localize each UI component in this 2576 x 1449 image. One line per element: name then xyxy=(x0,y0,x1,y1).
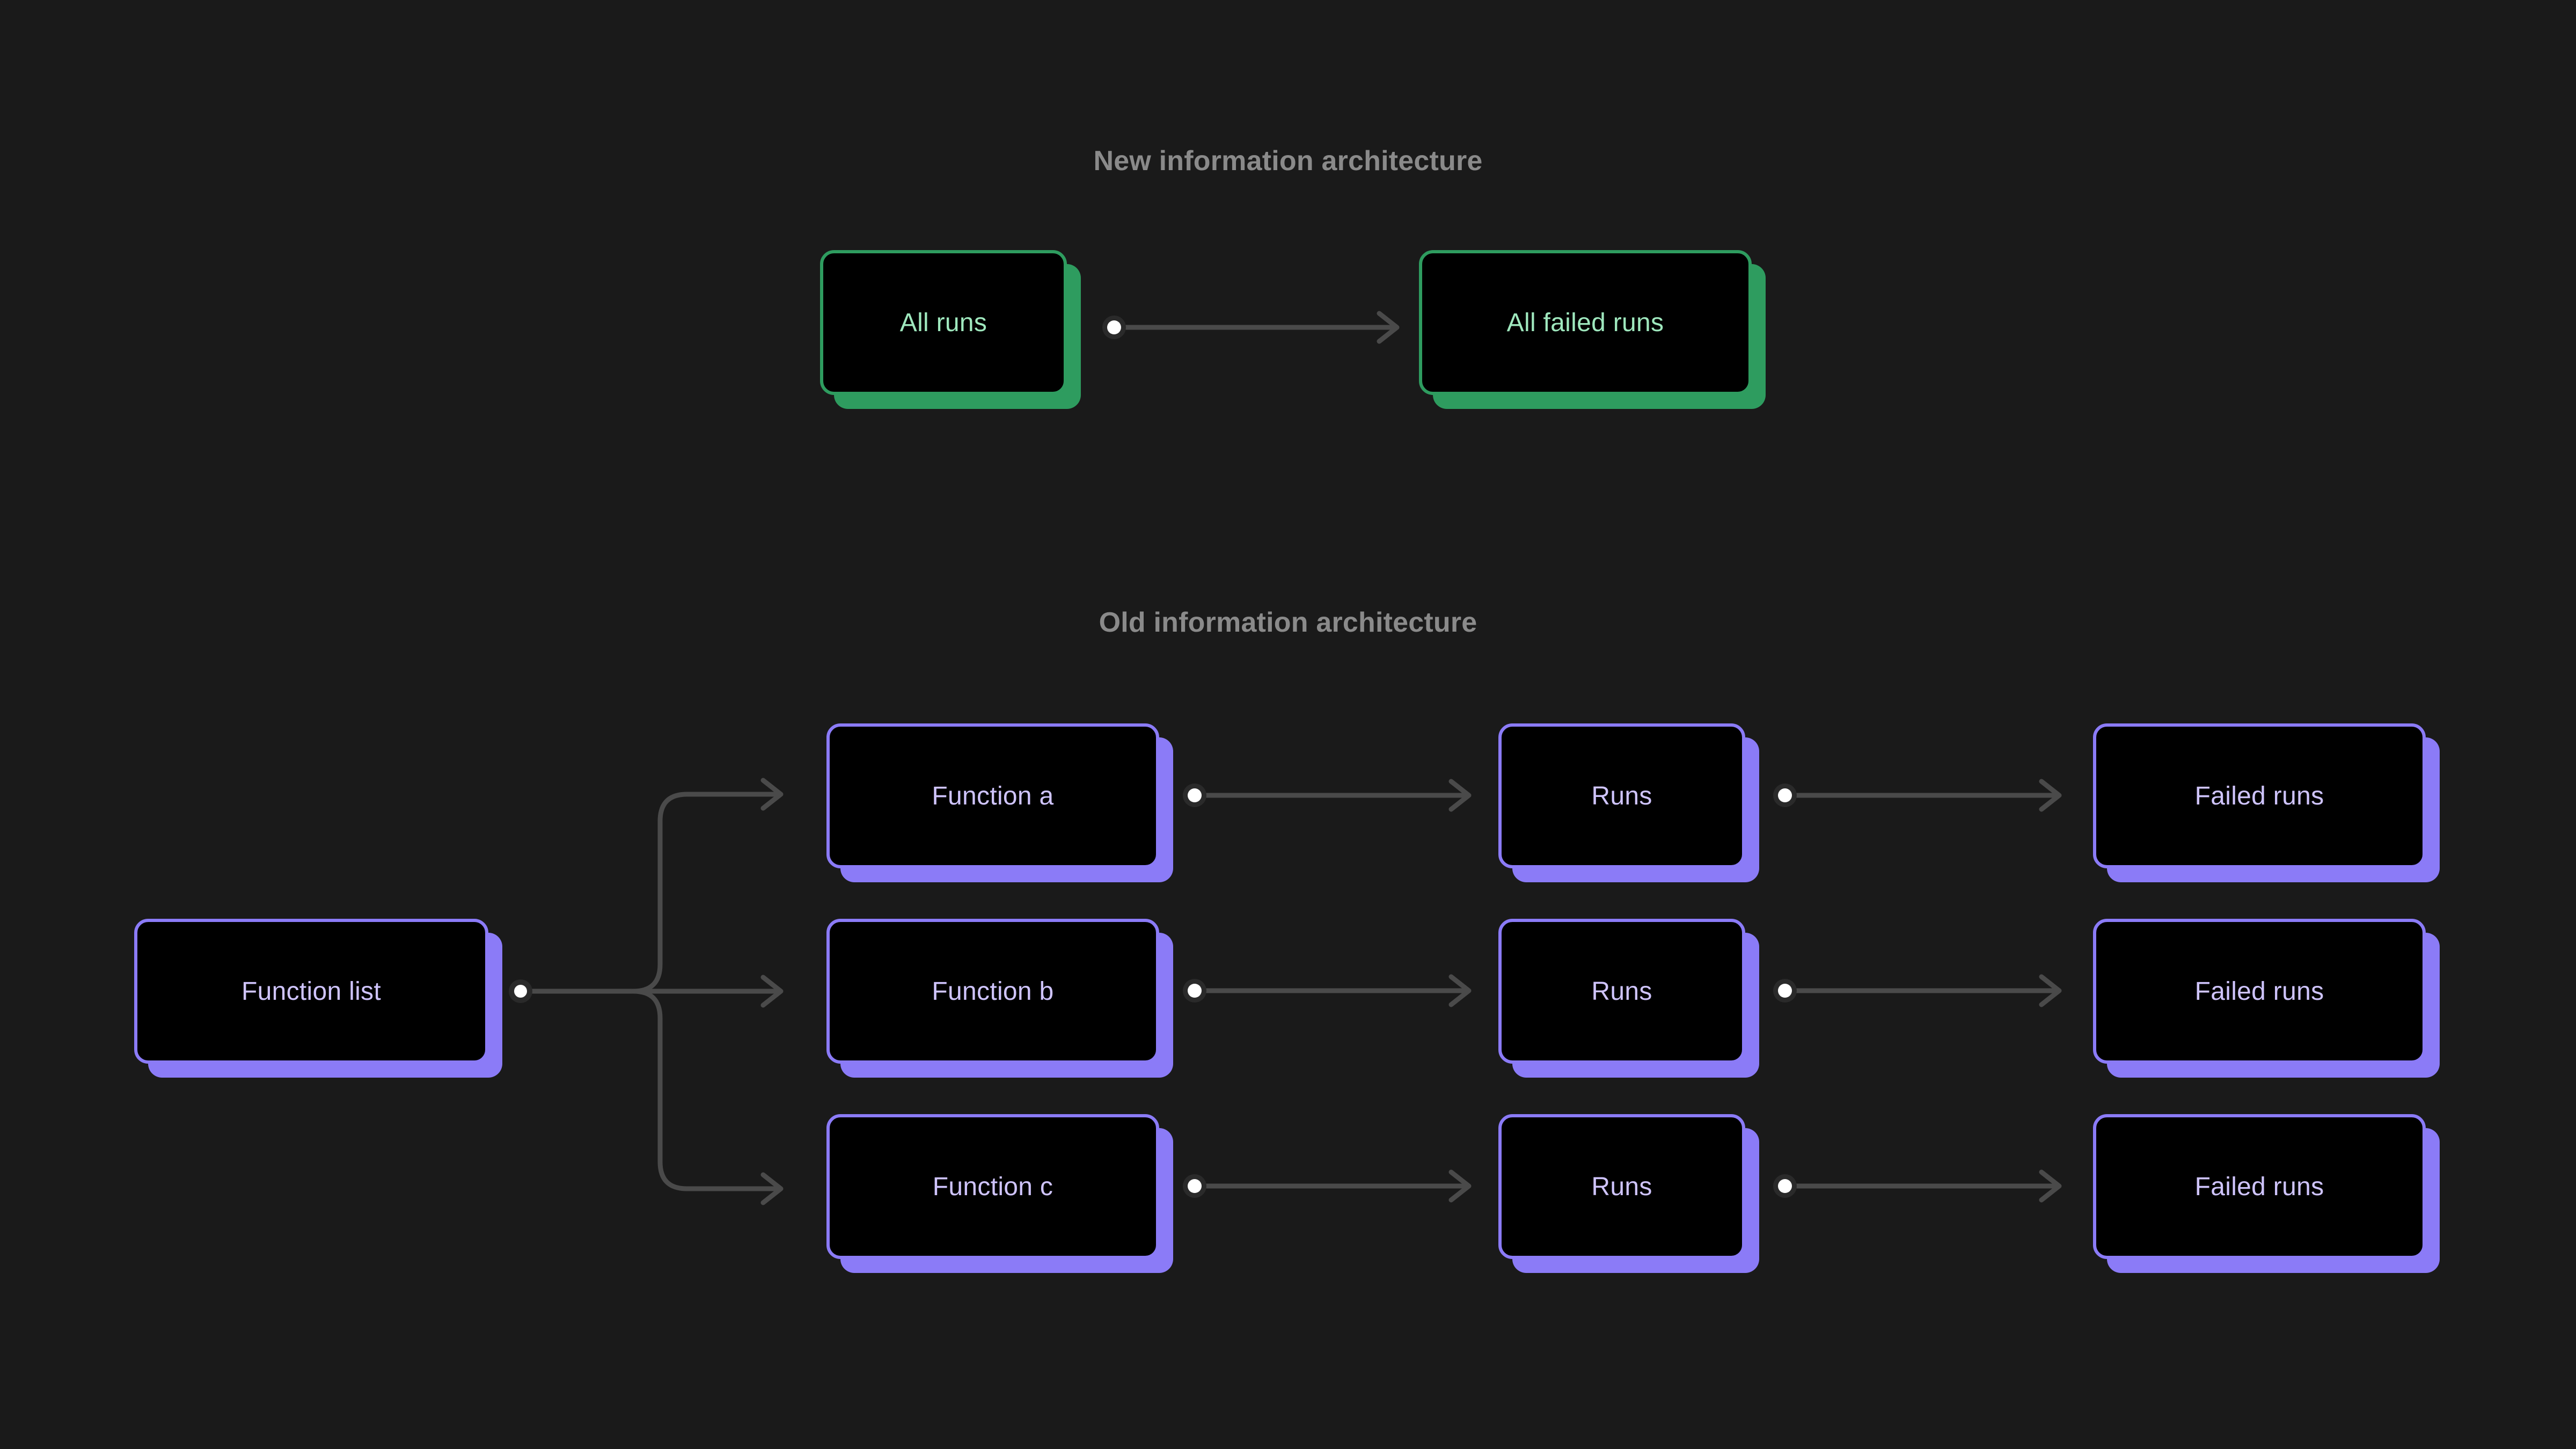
node-face: Function b xyxy=(826,919,1159,1064)
section-title-new: New information architecture xyxy=(1093,145,1483,177)
node-face: Function c xyxy=(826,1114,1159,1259)
node-label: Runs xyxy=(1591,781,1652,810)
node-runs-c[interactable]: Runs xyxy=(1498,1114,1759,1273)
connector-all-runs-to-all-failed-runs xyxy=(1095,311,1417,344)
node-face: Function list xyxy=(134,919,488,1064)
node-face: Failed runs xyxy=(2093,723,2426,868)
node-function-a[interactable]: Function a xyxy=(826,723,1173,882)
node-runs-b[interactable]: Runs xyxy=(1498,919,1759,1078)
node-failed-runs-b[interactable]: Failed runs xyxy=(2093,919,2440,1078)
node-label: All runs xyxy=(899,308,987,337)
connector-function-b-to-runs xyxy=(1175,974,1487,1007)
node-label: Failed runs xyxy=(2194,781,2324,810)
section-title-old: Old information architecture xyxy=(1099,607,1477,638)
node-face: Runs xyxy=(1498,919,1745,1064)
node-label: Failed runs xyxy=(2194,1172,2324,1201)
node-label: Function b xyxy=(932,977,1054,1006)
node-face: Runs xyxy=(1498,723,1745,868)
node-label: Function a xyxy=(932,781,1054,810)
node-function-list[interactable]: Function list xyxy=(134,919,502,1078)
connector-runs-to-failed-runs-c xyxy=(1766,1169,2077,1203)
node-failed-runs-c[interactable]: Failed runs xyxy=(2093,1114,2440,1273)
node-face: Function a xyxy=(826,723,1159,868)
connector-runs-to-failed-runs-b xyxy=(1766,974,2077,1007)
node-label: Function list xyxy=(241,977,381,1006)
connector-function-a-to-runs xyxy=(1175,779,1487,812)
node-all-failed-runs[interactable]: All failed runs xyxy=(1419,250,1766,409)
node-face: All runs xyxy=(820,250,1067,395)
connector-function-list-branch xyxy=(499,751,800,1224)
node-label: Runs xyxy=(1591,1172,1652,1201)
node-function-b[interactable]: Function b xyxy=(826,919,1173,1078)
node-all-runs[interactable]: All runs xyxy=(820,250,1081,409)
node-label: Runs xyxy=(1591,977,1652,1006)
node-runs-a[interactable]: Runs xyxy=(1498,723,1759,882)
node-failed-runs-a[interactable]: Failed runs xyxy=(2093,723,2440,882)
node-face: Failed runs xyxy=(2093,1114,2426,1259)
node-function-c[interactable]: Function c xyxy=(826,1114,1173,1273)
node-label: Failed runs xyxy=(2194,977,2324,1006)
node-face: Runs xyxy=(1498,1114,1745,1259)
connector-runs-to-failed-runs-a xyxy=(1766,779,2077,812)
node-label: Function c xyxy=(932,1172,1053,1201)
node-label: All failed runs xyxy=(1506,308,1664,337)
node-face: All failed runs xyxy=(1419,250,1752,395)
connector-function-c-to-runs xyxy=(1175,1169,1487,1203)
node-face: Failed runs xyxy=(2093,919,2426,1064)
